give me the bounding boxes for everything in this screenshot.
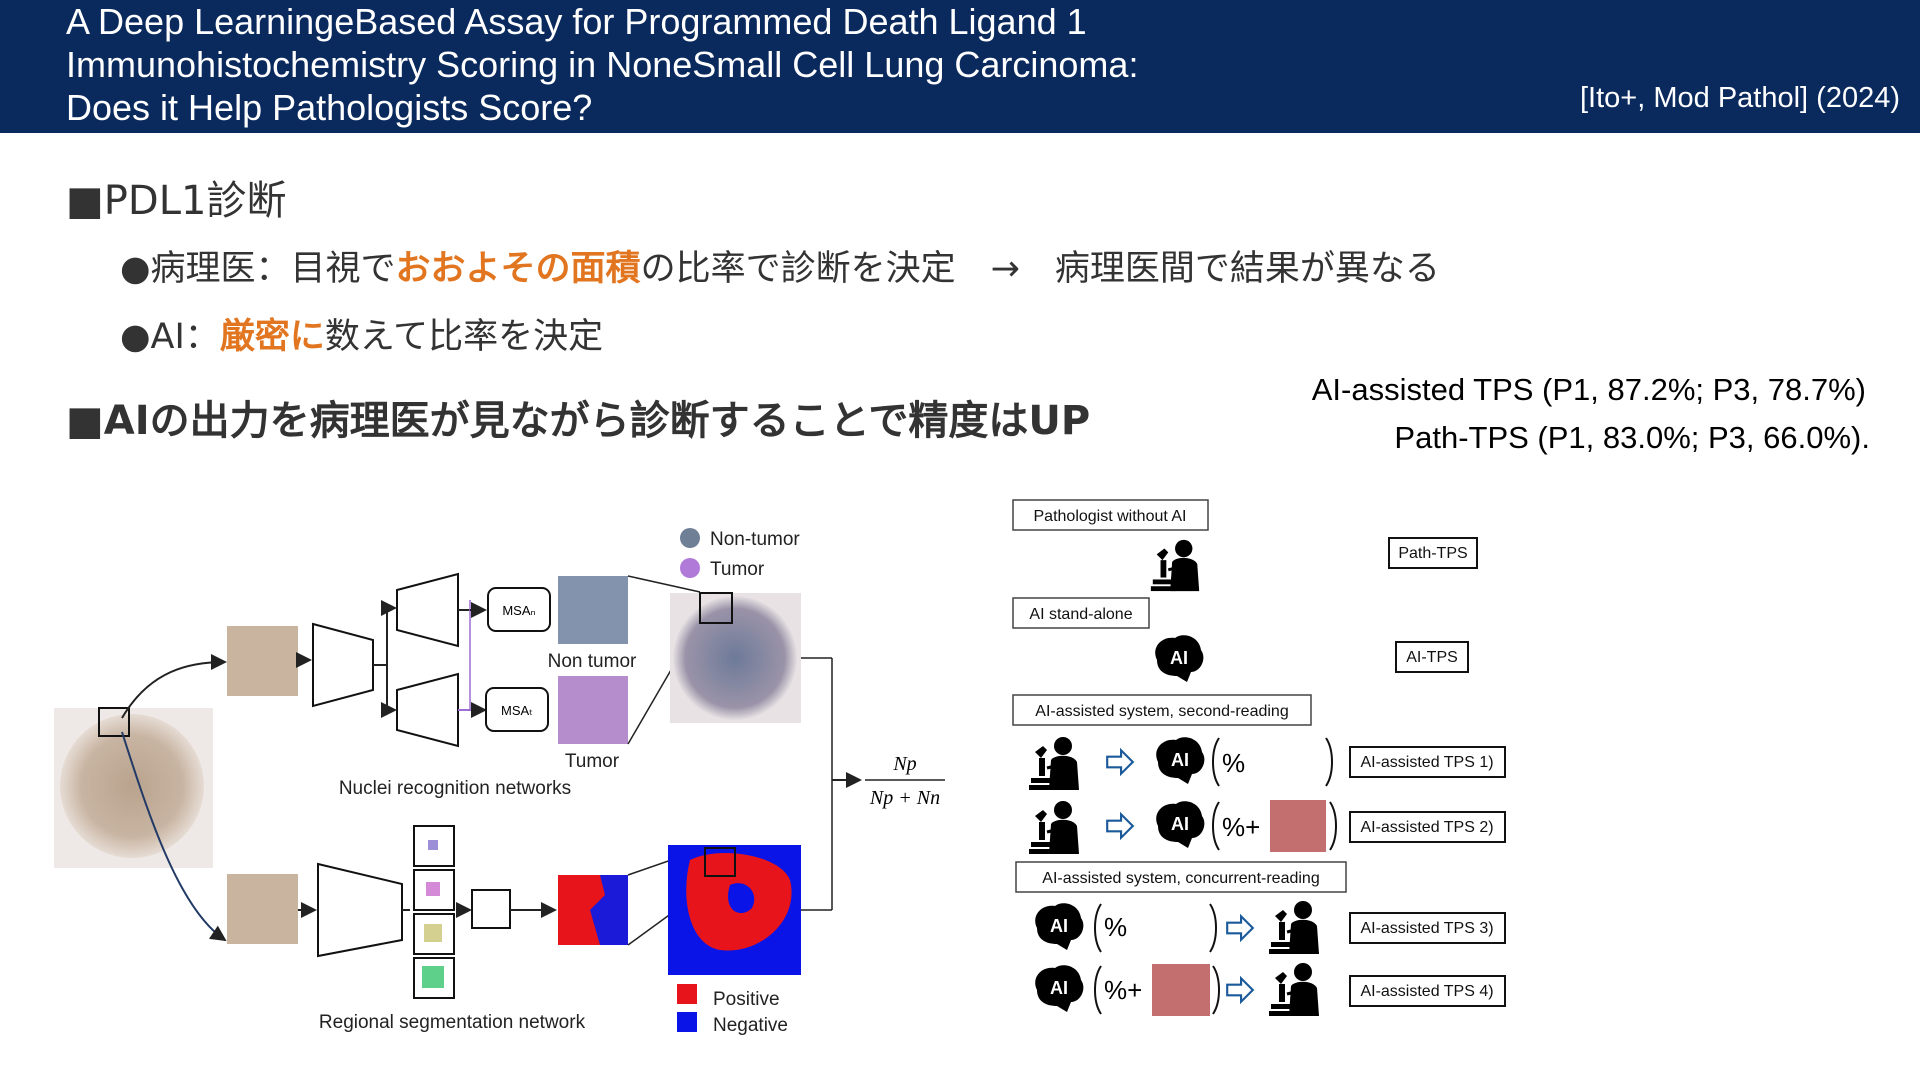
percent-plus-label: %+ bbox=[1104, 975, 1142, 1005]
bullet-ai: ●AI：厳密に数えて比率を決定 bbox=[120, 317, 604, 357]
output-box bbox=[1349, 912, 1506, 944]
ihc-overlay-thumbnail bbox=[1152, 964, 1210, 1016]
percent-plus-label: %+ bbox=[1222, 812, 1260, 842]
ai-brain-icon bbox=[1035, 965, 1084, 1012]
group-label: AI-assisted system, second-reading bbox=[1035, 703, 1288, 720]
decoder-tumor bbox=[396, 672, 459, 748]
emphasis-text: おおよその面積 bbox=[395, 249, 641, 289]
arrow-right-icon bbox=[1106, 749, 1134, 775]
legend-non-tumor-swatch bbox=[680, 528, 700, 548]
formula-denominator: Np + Nn bbox=[869, 787, 940, 809]
segmentation-caption: Regional segmentation network bbox=[319, 1012, 586, 1033]
citation: [Ito+, Mod Pathol] (2024) bbox=[1580, 82, 1900, 114]
bullet-pathologist: ●病理医：目視でおおよその面積の比率で診断を決定 → 病理医間で結果が異なる bbox=[120, 249, 1440, 289]
output-box bbox=[1395, 641, 1469, 673]
pathologist-microscope-icon bbox=[1149, 538, 1201, 593]
output-label: AI-assisted TPS 2) bbox=[1360, 819, 1493, 836]
legend-label: Positive bbox=[713, 989, 780, 1010]
output-label: AI-TPS bbox=[1406, 649, 1458, 666]
msa-tumor-box bbox=[485, 687, 549, 732]
legend-positive-swatch bbox=[677, 984, 697, 1004]
title-line-2: Immunohistochemistry Scoring in NoneSmal… bbox=[66, 44, 1139, 85]
ai-brain-icon bbox=[1035, 903, 1084, 950]
group-label-box bbox=[1012, 694, 1312, 726]
output-box bbox=[471, 889, 511, 929]
section-heading-ai-assist: ■AIの出力を病理医が見ながら診断することで精度はUP bbox=[66, 398, 1091, 444]
group-label: Pathologist without AI bbox=[1034, 508, 1187, 525]
group-label-box bbox=[1012, 499, 1209, 531]
ai-brain-icon bbox=[1156, 801, 1205, 848]
msa-label: MSAₜ bbox=[501, 703, 533, 718]
ai-brain-icon bbox=[1156, 737, 1205, 784]
pathologist-microscope-icon bbox=[1027, 799, 1081, 856]
legend-tumor-swatch bbox=[680, 558, 700, 578]
nuclei-caption: Nuclei recognition networks bbox=[339, 778, 571, 799]
ai-brain-icon bbox=[1155, 635, 1204, 682]
output-label: AI-assisted TPS 3) bbox=[1360, 920, 1493, 937]
output-label: AI-assisted TPS 1) bbox=[1360, 754, 1493, 771]
percent-label: % bbox=[1222, 748, 1245, 778]
group-label-box bbox=[1012, 597, 1150, 629]
output-box bbox=[1349, 975, 1506, 1007]
ihc-overlay-thumbnail bbox=[1270, 800, 1326, 852]
pathologist-microscope-icon bbox=[1267, 961, 1321, 1018]
encoder-network bbox=[312, 622, 374, 708]
section-heading-pdl1: ■PDL1診断 bbox=[66, 178, 287, 224]
input-patch-top bbox=[227, 626, 298, 696]
title-line-3: Does it Help Pathologists Score? bbox=[66, 87, 593, 128]
patch-tumor bbox=[558, 676, 628, 744]
legend-negative-swatch bbox=[677, 1012, 697, 1032]
legend-label: Negative bbox=[713, 1015, 788, 1036]
legend-label: Tumor bbox=[710, 559, 765, 580]
formula-numerator: Np bbox=[892, 753, 916, 775]
patch-label: Tumor bbox=[565, 751, 620, 772]
output-box bbox=[1349, 746, 1506, 778]
group-label: AI-assisted system, concurrent-reading bbox=[1042, 870, 1319, 887]
decoder-non-tumor bbox=[396, 572, 459, 648]
pathologist-microscope-icon bbox=[1027, 735, 1081, 792]
arrow-right-icon bbox=[1226, 915, 1254, 941]
arrow-right-icon bbox=[1226, 977, 1254, 1003]
stat-ai-assisted-tps: AI-assisted TPS (P1, 87.2%; P3, 78.7%) bbox=[1311, 372, 1866, 407]
reading-modes-diagram: AI Pathologist without AI Path-TPS AI st… bbox=[1012, 499, 1506, 1018]
output-box bbox=[1349, 811, 1506, 843]
pipeline-diagram: MSAₙ MSAₜ Non tumor Tumor Non-tumor Tumo… bbox=[54, 528, 945, 1036]
input-patch-bottom bbox=[227, 874, 298, 944]
output-label: Path-TPS bbox=[1398, 545, 1467, 562]
msa-label: MSAₙ bbox=[502, 603, 535, 618]
percent-label: % bbox=[1104, 912, 1127, 942]
patch-non-tumor bbox=[558, 576, 628, 644]
arrow-right-icon bbox=[1106, 813, 1134, 839]
output-label: AI-assisted TPS 4) bbox=[1360, 983, 1493, 1000]
group-label: AI stand-alone bbox=[1029, 606, 1132, 623]
group-label-box bbox=[1015, 861, 1347, 893]
pathologist-microscope-icon bbox=[1267, 899, 1321, 956]
emphasis-text: 厳密に bbox=[219, 317, 325, 357]
slide-title: A Deep LearningeBased Assay for Programm… bbox=[66, 0, 1138, 129]
legend-label: Non-tumor bbox=[710, 529, 800, 550]
title-line-1: A Deep LearningeBased Assay for Programm… bbox=[66, 1, 1087, 42]
segmentation-network bbox=[317, 862, 403, 958]
output-box bbox=[1388, 537, 1478, 569]
stat-path-tps: Path-TPS (P1, 83.0%; P3, 66.0%). bbox=[1394, 420, 1870, 455]
msa-non-tumor-box bbox=[487, 587, 551, 632]
patch-label: Non tumor bbox=[548, 651, 637, 672]
title-banner: A Deep LearningeBased Assay for Programm… bbox=[0, 0, 1920, 133]
